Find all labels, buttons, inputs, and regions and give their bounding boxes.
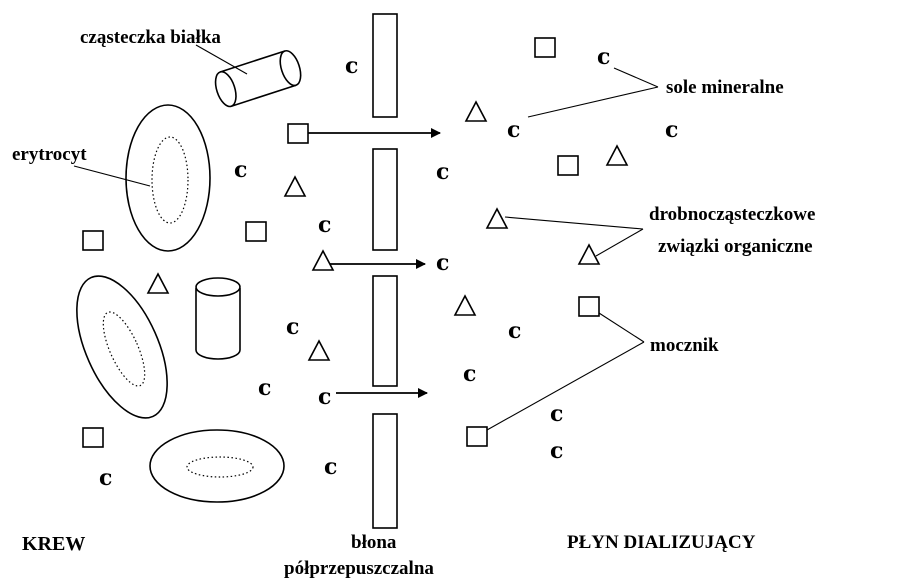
membrane-segment	[372, 13, 398, 118]
ion: c	[234, 157, 247, 183]
erythrocyte	[125, 104, 211, 252]
organic-triangle	[605, 144, 629, 166]
urea-molecules	[82, 37, 600, 448]
label-membrane-line2: półprzepuszczalna	[284, 558, 434, 579]
organic-triangle	[577, 243, 601, 265]
organic-triangle	[311, 249, 335, 271]
organic-triangle	[283, 175, 307, 197]
leader-urea-b	[486, 341, 645, 431]
ion: c	[258, 375, 271, 401]
organic-triangle	[453, 294, 477, 316]
leader-minerals-a	[613, 67, 659, 88]
ion: c	[508, 318, 521, 344]
leader-protein	[195, 44, 248, 75]
organic-triangle	[307, 339, 331, 361]
protein-molecule	[214, 49, 302, 108]
label-blood: KREW	[22, 533, 85, 555]
ion: c	[345, 53, 358, 79]
organic-triangle	[464, 100, 488, 122]
organic-compounds	[146, 100, 629, 361]
leader-lines	[73, 44, 659, 431]
leader-organic-b	[595, 228, 644, 257]
membrane-segment	[372, 413, 398, 529]
urea-square	[557, 155, 579, 176]
membrane-segment	[372, 148, 398, 251]
ion: c	[99, 465, 112, 491]
protein-molecule	[195, 277, 241, 360]
organic-triangle	[146, 272, 170, 294]
mineral-ions: c c c c c c c c c c c c c c c c c	[99, 44, 678, 491]
ion: c	[550, 438, 563, 464]
ion: c	[324, 454, 337, 480]
urea-square	[466, 426, 488, 447]
erythrocyte	[76, 275, 168, 419]
ion: c	[318, 212, 331, 238]
ion: c	[550, 401, 563, 427]
urea-square	[578, 296, 600, 317]
leader-organic-a	[504, 216, 644, 230]
urea-square	[82, 427, 104, 448]
label-dialysate: PŁYN DIALIZUJĄCY	[567, 532, 756, 553]
semipermeable-membrane	[372, 13, 398, 529]
label-membrane-line1: błona	[351, 532, 397, 553]
erythrocyte	[149, 429, 285, 503]
label-minerals: sole mineralne	[666, 77, 784, 98]
ion: c	[436, 159, 449, 185]
leader-minerals-b	[527, 86, 659, 118]
label-protein: cząsteczka białka	[80, 27, 221, 48]
label-organic-line1: drobnocząsteczkowe	[649, 204, 815, 225]
urea-square	[287, 123, 309, 144]
ion: c	[286, 314, 299, 340]
leader-erythrocyte	[73, 165, 151, 187]
organic-triangle	[485, 207, 509, 229]
urea-square	[245, 221, 267, 242]
leader-urea-a	[598, 312, 645, 343]
label-organic-line2: związki organiczne	[658, 236, 813, 257]
ion: c	[665, 117, 678, 143]
label-urea: mocznik	[650, 335, 719, 356]
ion: c	[318, 384, 331, 410]
diffusion-arrows	[308, 128, 441, 398]
ion: c	[507, 117, 520, 143]
ion: c	[463, 361, 476, 387]
urea-square	[534, 37, 556, 58]
membrane-segment	[372, 275, 398, 387]
ion: c	[597, 44, 610, 70]
ion: c	[436, 250, 449, 276]
urea-square	[82, 230, 104, 251]
label-erythrocyte: erytrocyt	[12, 144, 87, 165]
